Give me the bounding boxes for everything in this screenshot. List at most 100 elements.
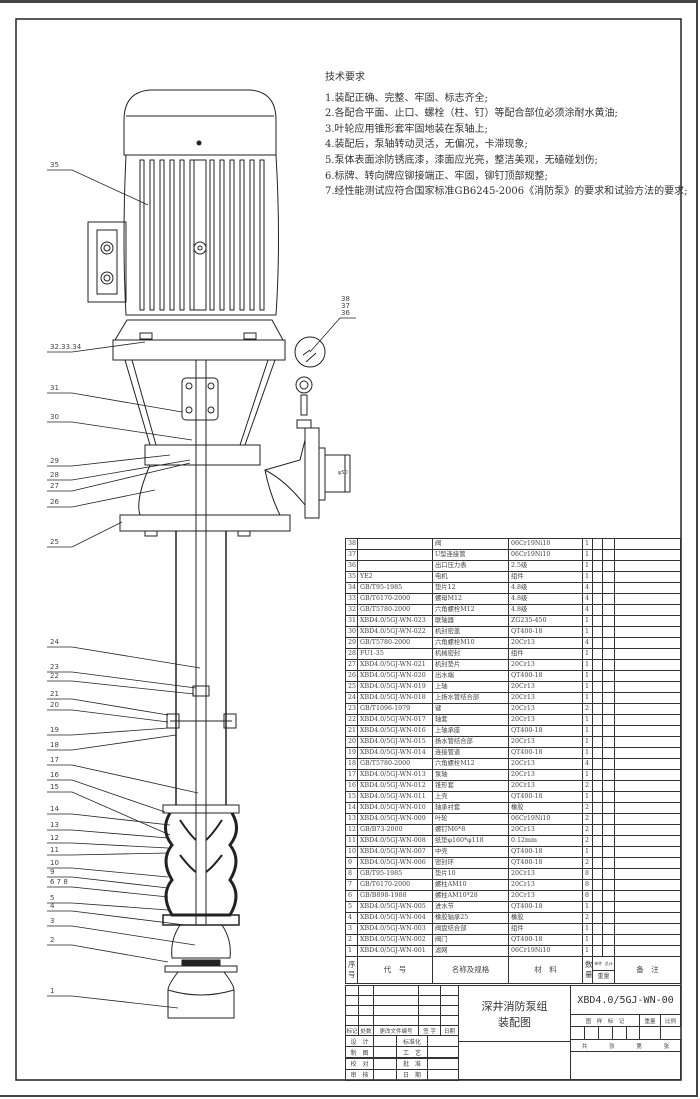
part-remarks <box>614 582 681 594</box>
part-material: QT400-18 <box>508 626 583 638</box>
part-number: 8 <box>345 868 358 880</box>
part-number: 16 <box>345 780 358 792</box>
leader-line <box>47 813 171 826</box>
part-quantity: 1 <box>582 538 593 550</box>
part-quantity: 4 <box>582 637 593 649</box>
part-number: 18 <box>345 758 358 770</box>
callout-label: 36 <box>341 309 350 317</box>
part-material: QT400-18 <box>508 791 583 803</box>
part-material: 组件 <box>508 923 583 935</box>
part-name: 阀 <box>432 538 509 550</box>
part-remarks <box>614 681 681 693</box>
single-weight <box>592 901 603 913</box>
part-material: 橡胶 <box>508 912 583 924</box>
part-remarks <box>614 868 681 880</box>
leader-line <box>47 169 149 206</box>
part-number: 22 <box>345 714 358 726</box>
single-weight <box>592 923 603 935</box>
callout-label: 38 <box>341 295 350 303</box>
callout-label: 5 <box>50 894 55 902</box>
callout-label: 16 <box>50 771 59 779</box>
part-code: GB/T1096-1979 <box>357 703 433 715</box>
signoff-role: 制 图 <box>345 1046 374 1059</box>
single-weight <box>592 604 603 616</box>
part-name: 锥形套 <box>432 780 509 792</box>
single-weight <box>592 725 603 737</box>
part-quantity: 2 <box>582 824 593 836</box>
part-code: XBD4.0/5GJ-WN-006 <box>357 857 433 869</box>
motor-bracket <box>124 359 276 446</box>
part-number: 9 <box>345 857 358 869</box>
part-code: XBD4.0/5GJ-WN-019 <box>357 681 433 693</box>
leader-line <box>47 886 169 898</box>
part-material: 20Cr13 <box>508 681 583 693</box>
cooling-fin <box>159 159 165 311</box>
leader-line <box>47 910 186 926</box>
part-code: XBD4.0/5GJ-WN-018 <box>357 692 433 704</box>
part-name: 联轴器 <box>432 615 509 627</box>
part-remarks <box>614 615 681 627</box>
part-number: 12 <box>345 824 358 836</box>
part-remarks <box>614 824 681 836</box>
part-quantity: 1 <box>582 615 593 627</box>
total-weight <box>602 813 615 825</box>
leader-line <box>47 791 171 836</box>
part-remarks <box>614 912 681 924</box>
part-code: XBD4.0/5GJ-WN-005 <box>357 901 433 913</box>
part-name: 六角螺栓M12 <box>432 604 509 616</box>
part-material: QT400-18 <box>508 725 583 737</box>
single-weight <box>592 846 603 858</box>
part-quantity: 1 <box>582 659 593 671</box>
part-remarks <box>614 714 681 726</box>
part-name: 叶轮 <box>432 813 509 825</box>
part-quantity: 2 <box>582 835 593 847</box>
leader-line <box>47 392 183 413</box>
part-name: 螺柱AM10*28 <box>432 890 509 902</box>
part-code: XBD4.0/5GJ-WN-014 <box>357 747 433 759</box>
signoff-name <box>427 1068 459 1081</box>
part-remarks <box>614 593 681 605</box>
part-name: 扬水管结合部 <box>432 736 509 748</box>
technical-requirements: 技术要求 1.装配正确、完整、牢固、标志齐全;2.各配合平面、止口、螺栓（柱、钉… <box>325 70 688 200</box>
part-material: 橡胶 <box>508 802 583 814</box>
part-quantity: 4 <box>582 758 593 770</box>
mark-cell <box>639 1026 661 1040</box>
single-weight <box>592 659 603 671</box>
total-weight <box>602 868 615 880</box>
part-remarks <box>614 703 681 715</box>
part-name: 连接管道 <box>432 747 509 759</box>
header-weight-label: 重量 <box>597 972 610 980</box>
part-remarks <box>614 659 681 671</box>
part-number: 5 <box>345 901 358 913</box>
part-quantity: 1 <box>582 846 593 858</box>
header-name: 名称及规格 <box>432 956 509 984</box>
part-material: ZG235-450 <box>508 615 583 627</box>
callout-label: 14 <box>50 805 59 813</box>
total-weight <box>602 615 615 627</box>
leader-line <box>47 829 169 839</box>
part-name: 泵轴 <box>432 769 509 781</box>
part-material: QT400-18 <box>508 857 583 869</box>
cooling-fin <box>209 159 215 311</box>
leader-line <box>47 925 196 946</box>
part-quantity: 1 <box>582 549 593 561</box>
dimension-label: φ50 <box>338 470 348 476</box>
part-name: 进水节 <box>432 901 509 913</box>
total-weight <box>602 692 615 704</box>
part-code: XBD4.0/5GJ-WN-003 <box>357 923 433 935</box>
total-weight <box>602 582 615 594</box>
single-weight <box>592 868 603 880</box>
callout-label: 37 <box>341 302 350 310</box>
part-code: XBD4.0/5GJ-WN-001 <box>357 945 433 957</box>
part-name: 上壳 <box>432 791 509 803</box>
part-number: 26 <box>345 670 358 682</box>
title-line-2: 装配图 <box>498 1015 531 1029</box>
leader-line <box>47 852 169 856</box>
part-number: 20 <box>345 736 358 748</box>
part-material: 组件 <box>508 648 583 660</box>
part-code <box>357 538 433 550</box>
leader-line <box>47 842 169 849</box>
signoff-name <box>427 1035 459 1047</box>
